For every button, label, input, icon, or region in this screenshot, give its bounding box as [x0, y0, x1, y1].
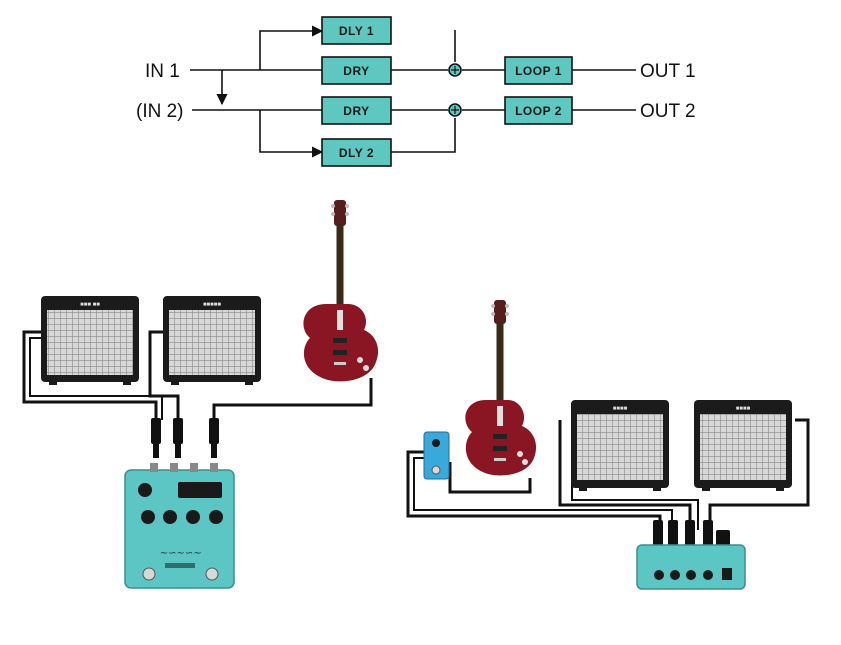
cable-plug-icon	[653, 520, 730, 546]
guitar-icon	[465, 300, 537, 476]
svg-text:DRY: DRY	[343, 64, 369, 78]
block-dly2: DLY 2	[321, 138, 392, 167]
svg-text:LOOP 1: LOOP 1	[515, 64, 562, 78]
amp-icon: ■■■■■	[163, 296, 261, 385]
block-loop1: LOOP 1	[504, 56, 573, 85]
mixer-node-1	[448, 63, 462, 77]
mini-pedal-icon	[423, 431, 450, 480]
block-dry1: DRY	[321, 56, 392, 85]
cable-plug-icon	[151, 418, 219, 458]
stereo-pedal-icon: ∼∽∼∽∼	[124, 463, 235, 589]
guitar-icon	[303, 200, 379, 382]
svg-text:DLY 2: DLY 2	[339, 146, 374, 160]
svg-text:■■■■■: ■■■■■	[203, 302, 221, 308]
left-cables	[22, 330, 373, 420]
amp-icon: ■■■ ■■	[41, 296, 139, 385]
dly2-to-mix2	[391, 118, 456, 153]
right-setup: ■■■■ ■■■■	[406, 300, 810, 590]
block-dry2: DRY	[321, 96, 392, 125]
svg-text:■■■■: ■■■■	[736, 406, 751, 412]
input-1-label: IN 1	[145, 61, 180, 82]
input-2-label: (IN 2)	[136, 101, 184, 122]
mixer-node-2	[448, 103, 462, 117]
amp-icon: ■■■■	[694, 400, 792, 491]
svg-text:LOOP 2: LOOP 2	[515, 104, 562, 118]
svg-text:∼∽∼∽∼: ∼∽∼∽∼	[159, 548, 202, 559]
stereo-pedal-icon	[636, 544, 746, 590]
svg-text:DLY 1: DLY 1	[339, 24, 374, 38]
in2-to-dly2-line	[259, 110, 324, 158]
amp-icon: ■■■■	[571, 400, 669, 491]
svg-text:■■■ ■■: ■■■ ■■	[80, 302, 100, 308]
left-setup: ■■■ ■■ ■■■■■	[22, 200, 379, 589]
output-1-label: OUT 1	[640, 61, 696, 82]
svg-text:DRY: DRY	[343, 104, 369, 118]
block-dly1: DLY 1	[321, 16, 392, 45]
svg-text:■■■■: ■■■■	[613, 406, 628, 412]
output-2-label: OUT 2	[640, 101, 696, 122]
block-loop2: LOOP 2	[504, 96, 573, 125]
in1-to-dly1-line	[259, 25, 324, 70]
signal-flow-diagram	[190, 25, 636, 158]
